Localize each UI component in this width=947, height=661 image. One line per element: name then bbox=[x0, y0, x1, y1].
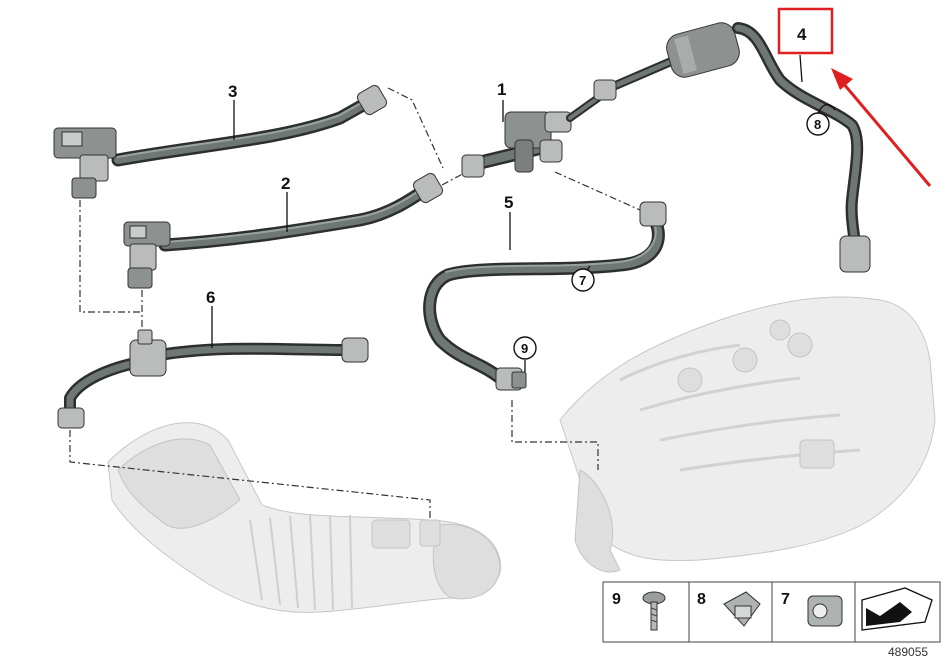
connection-lines bbox=[69, 87, 641, 520]
legend-label-8: 8 bbox=[697, 591, 706, 608]
diagram-number: 489055 bbox=[888, 645, 928, 659]
callout-4: 4 bbox=[797, 25, 807, 44]
highlight-arrow-icon bbox=[831, 68, 932, 187]
callout-6: 6 bbox=[206, 288, 215, 307]
intake-duct-ghost bbox=[107, 422, 502, 613]
screw-icon bbox=[642, 591, 666, 631]
callout-3: 3 bbox=[228, 82, 237, 101]
hose-4 bbox=[593, 22, 871, 273]
leader-lines bbox=[211, 54, 836, 372]
intake-manifold-ghost bbox=[559, 296, 936, 573]
direction-arrow-icon bbox=[861, 587, 933, 631]
hose-6 bbox=[57, 329, 369, 429]
svg-text:7: 7 bbox=[579, 273, 586, 288]
circled-ref-9: 9 bbox=[513, 336, 537, 360]
hose-5 bbox=[423, 201, 667, 391]
legend: 9 8 7 bbox=[602, 581, 941, 643]
callout-1: 1 bbox=[497, 80, 506, 99]
hose-2 bbox=[123, 172, 444, 289]
circled-ref-8: 8 bbox=[806, 112, 830, 136]
hose-3 bbox=[53, 84, 388, 199]
legend-label-9: 9 bbox=[612, 591, 621, 608]
callout-2: 2 bbox=[281, 174, 290, 193]
circled-ref-7: 7 bbox=[571, 268, 595, 292]
legend-label-7: 7 bbox=[781, 591, 790, 608]
clip-icon bbox=[723, 591, 761, 627]
valve-1 bbox=[461, 94, 602, 178]
svg-text:8: 8 bbox=[814, 117, 821, 132]
callout-5: 5 bbox=[504, 193, 513, 212]
clamp-icon bbox=[807, 595, 843, 627]
highlight-box bbox=[777, 7, 834, 55]
svg-text:9: 9 bbox=[521, 341, 528, 356]
